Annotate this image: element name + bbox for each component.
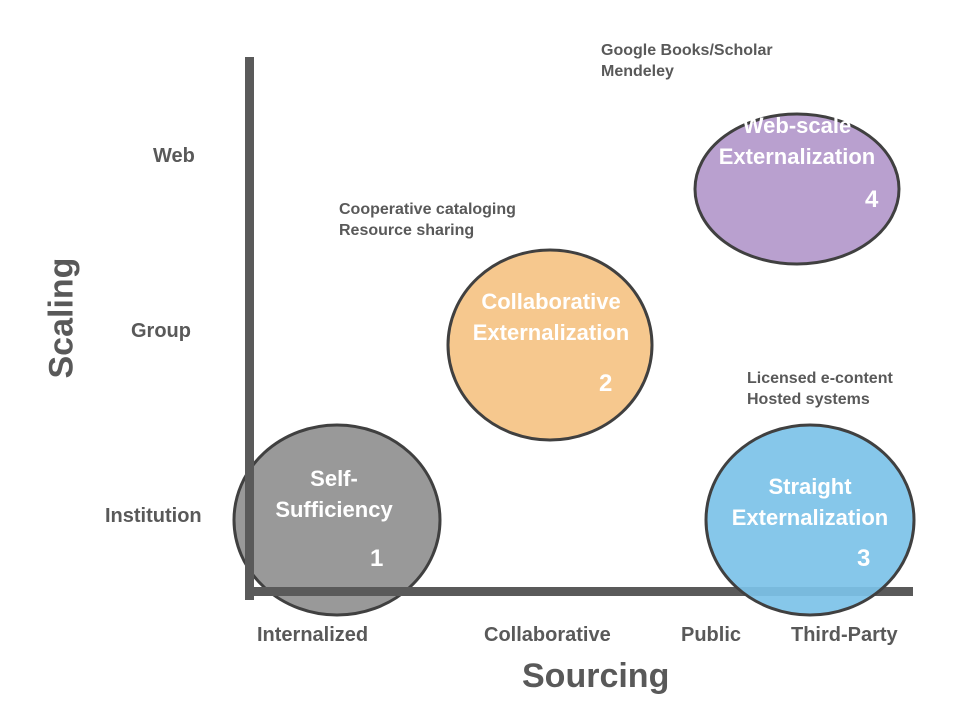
y-tick-institution: Institution [105, 505, 202, 527]
bubble-label-line: Self- [310, 466, 358, 491]
bubble-label-line: Externalization [731, 505, 889, 530]
y-axis-line [245, 57, 254, 600]
bubble-label-line: Web-scale [742, 113, 852, 138]
x-axis-title: Sourcing [522, 657, 670, 695]
bubble-self-sufficiency-number: 1 [370, 545, 384, 572]
bubble-label-line: Externalization [718, 144, 876, 169]
y-axis-title: Scaling [42, 257, 81, 379]
bubble-label-line: Collaborative [481, 289, 621, 314]
note-line: Cooperative cataloging [339, 201, 516, 218]
note-line: Resource sharing [339, 222, 475, 239]
bubble-straight-circle [704, 423, 916, 617]
bubble-straight-number: 3 [857, 545, 871, 572]
note-line: Licensed e-content [747, 370, 893, 387]
x-tick-internalized: Internalized [257, 624, 369, 646]
bubble-label-line: Externalization [472, 320, 630, 345]
bubble-label-line: Sufficiency [275, 497, 393, 522]
note-line: Google Books/Scholar [601, 42, 773, 59]
bubble-collaborative-number: 2 [599, 370, 613, 397]
x-tick-collaborative: Collaborative [484, 624, 611, 646]
x-tick-public: Public [681, 624, 742, 646]
note-collaborative: Cooperative cataloging Resource sharing [339, 199, 516, 241]
bubble-collaborative-label: Collaborative Externalization [449, 286, 653, 348]
bubble-web-scale-circle [693, 112, 901, 266]
bubble-collaborative-circle [446, 248, 654, 442]
note-line: Mendeley [601, 63, 674, 80]
x-tick-third-party: Third-Party [791, 624, 898, 646]
note-web-scale: Google Books/Scholar Mendeley [601, 40, 773, 82]
note-line: Hosted systems [747, 391, 870, 408]
y-tick-web: Web [153, 145, 195, 167]
bubble-label-line: Straight [768, 474, 852, 499]
y-tick-group: Group [131, 320, 191, 342]
bubble-self-sufficiency-circle [232, 423, 442, 617]
x-axis-line [249, 587, 913, 596]
bubble-straight-label: Straight Externalization [706, 471, 914, 533]
bubble-self-sufficiency-label: Self- Sufficiency [237, 463, 431, 525]
bubble-web-scale-number: 4 [865, 186, 879, 213]
note-straight: Licensed e-content Hosted systems [747, 368, 893, 410]
bubble-web-scale-label: Web-scale Externalization [694, 110, 900, 172]
